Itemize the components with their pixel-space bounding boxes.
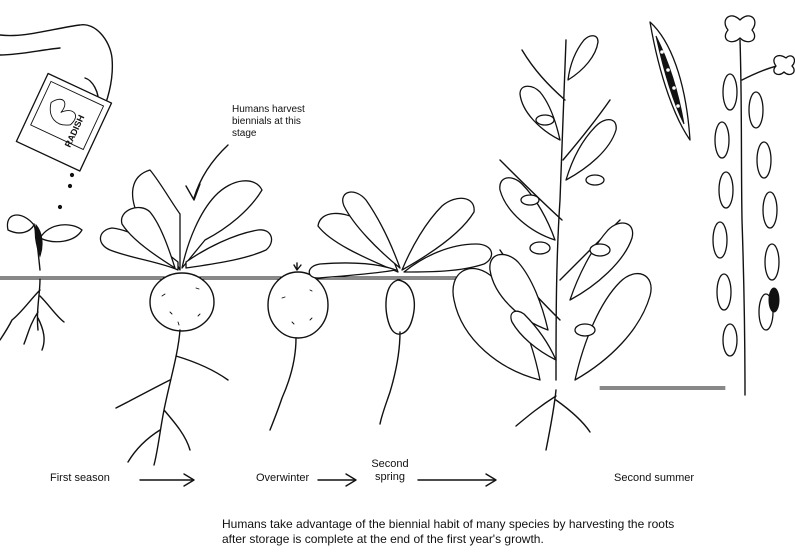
- stage-arrow-1: [139, 473, 195, 487]
- hand-with-seed-packet: RADISH: [0, 24, 114, 210]
- second-summer-flowering-plant: [452, 35, 652, 451]
- overwinter-root: [267, 262, 329, 431]
- seedling-plant: [0, 214, 83, 351]
- stage-label-first-season: First season: [50, 472, 110, 484]
- stage-label-second-spring-line-2: spring: [375, 471, 405, 483]
- stage-label-second-spring-line-1: Second: [371, 458, 409, 470]
- figure-caption: Humans take advantage of the biennial ha…: [222, 517, 792, 547]
- second-spring-radish: [308, 191, 493, 425]
- figure-caption-line-2: after storage is complete at the end of …: [222, 532, 544, 546]
- harvest-callout-line-3: stage: [232, 128, 257, 139]
- stage-arrow-3: [417, 473, 497, 487]
- harvest-callout-line-1: Humans harvest: [232, 104, 305, 115]
- stage-label-second-spring: Second spring: [368, 458, 412, 484]
- harvest-callout-arrow: [185, 144, 229, 201]
- soil-line: [0, 276, 726, 390]
- flowering-stalk-with-pods: [712, 15, 795, 396]
- harvest-callout-line-2: biennials at this: [232, 116, 301, 127]
- stage-label-second-summer: Second summer: [614, 472, 695, 484]
- harvest-callout: Humans harvest biennials at this stage: [232, 104, 342, 140]
- harvest-stage-radish: [99, 169, 273, 466]
- seed-pod-detail: [649, 21, 691, 141]
- stage-label-overwinter: Overwinter: [256, 472, 310, 484]
- stage-arrow-2: [317, 473, 357, 487]
- figure-caption-line-1: Humans take advantage of the biennial ha…: [222, 517, 675, 531]
